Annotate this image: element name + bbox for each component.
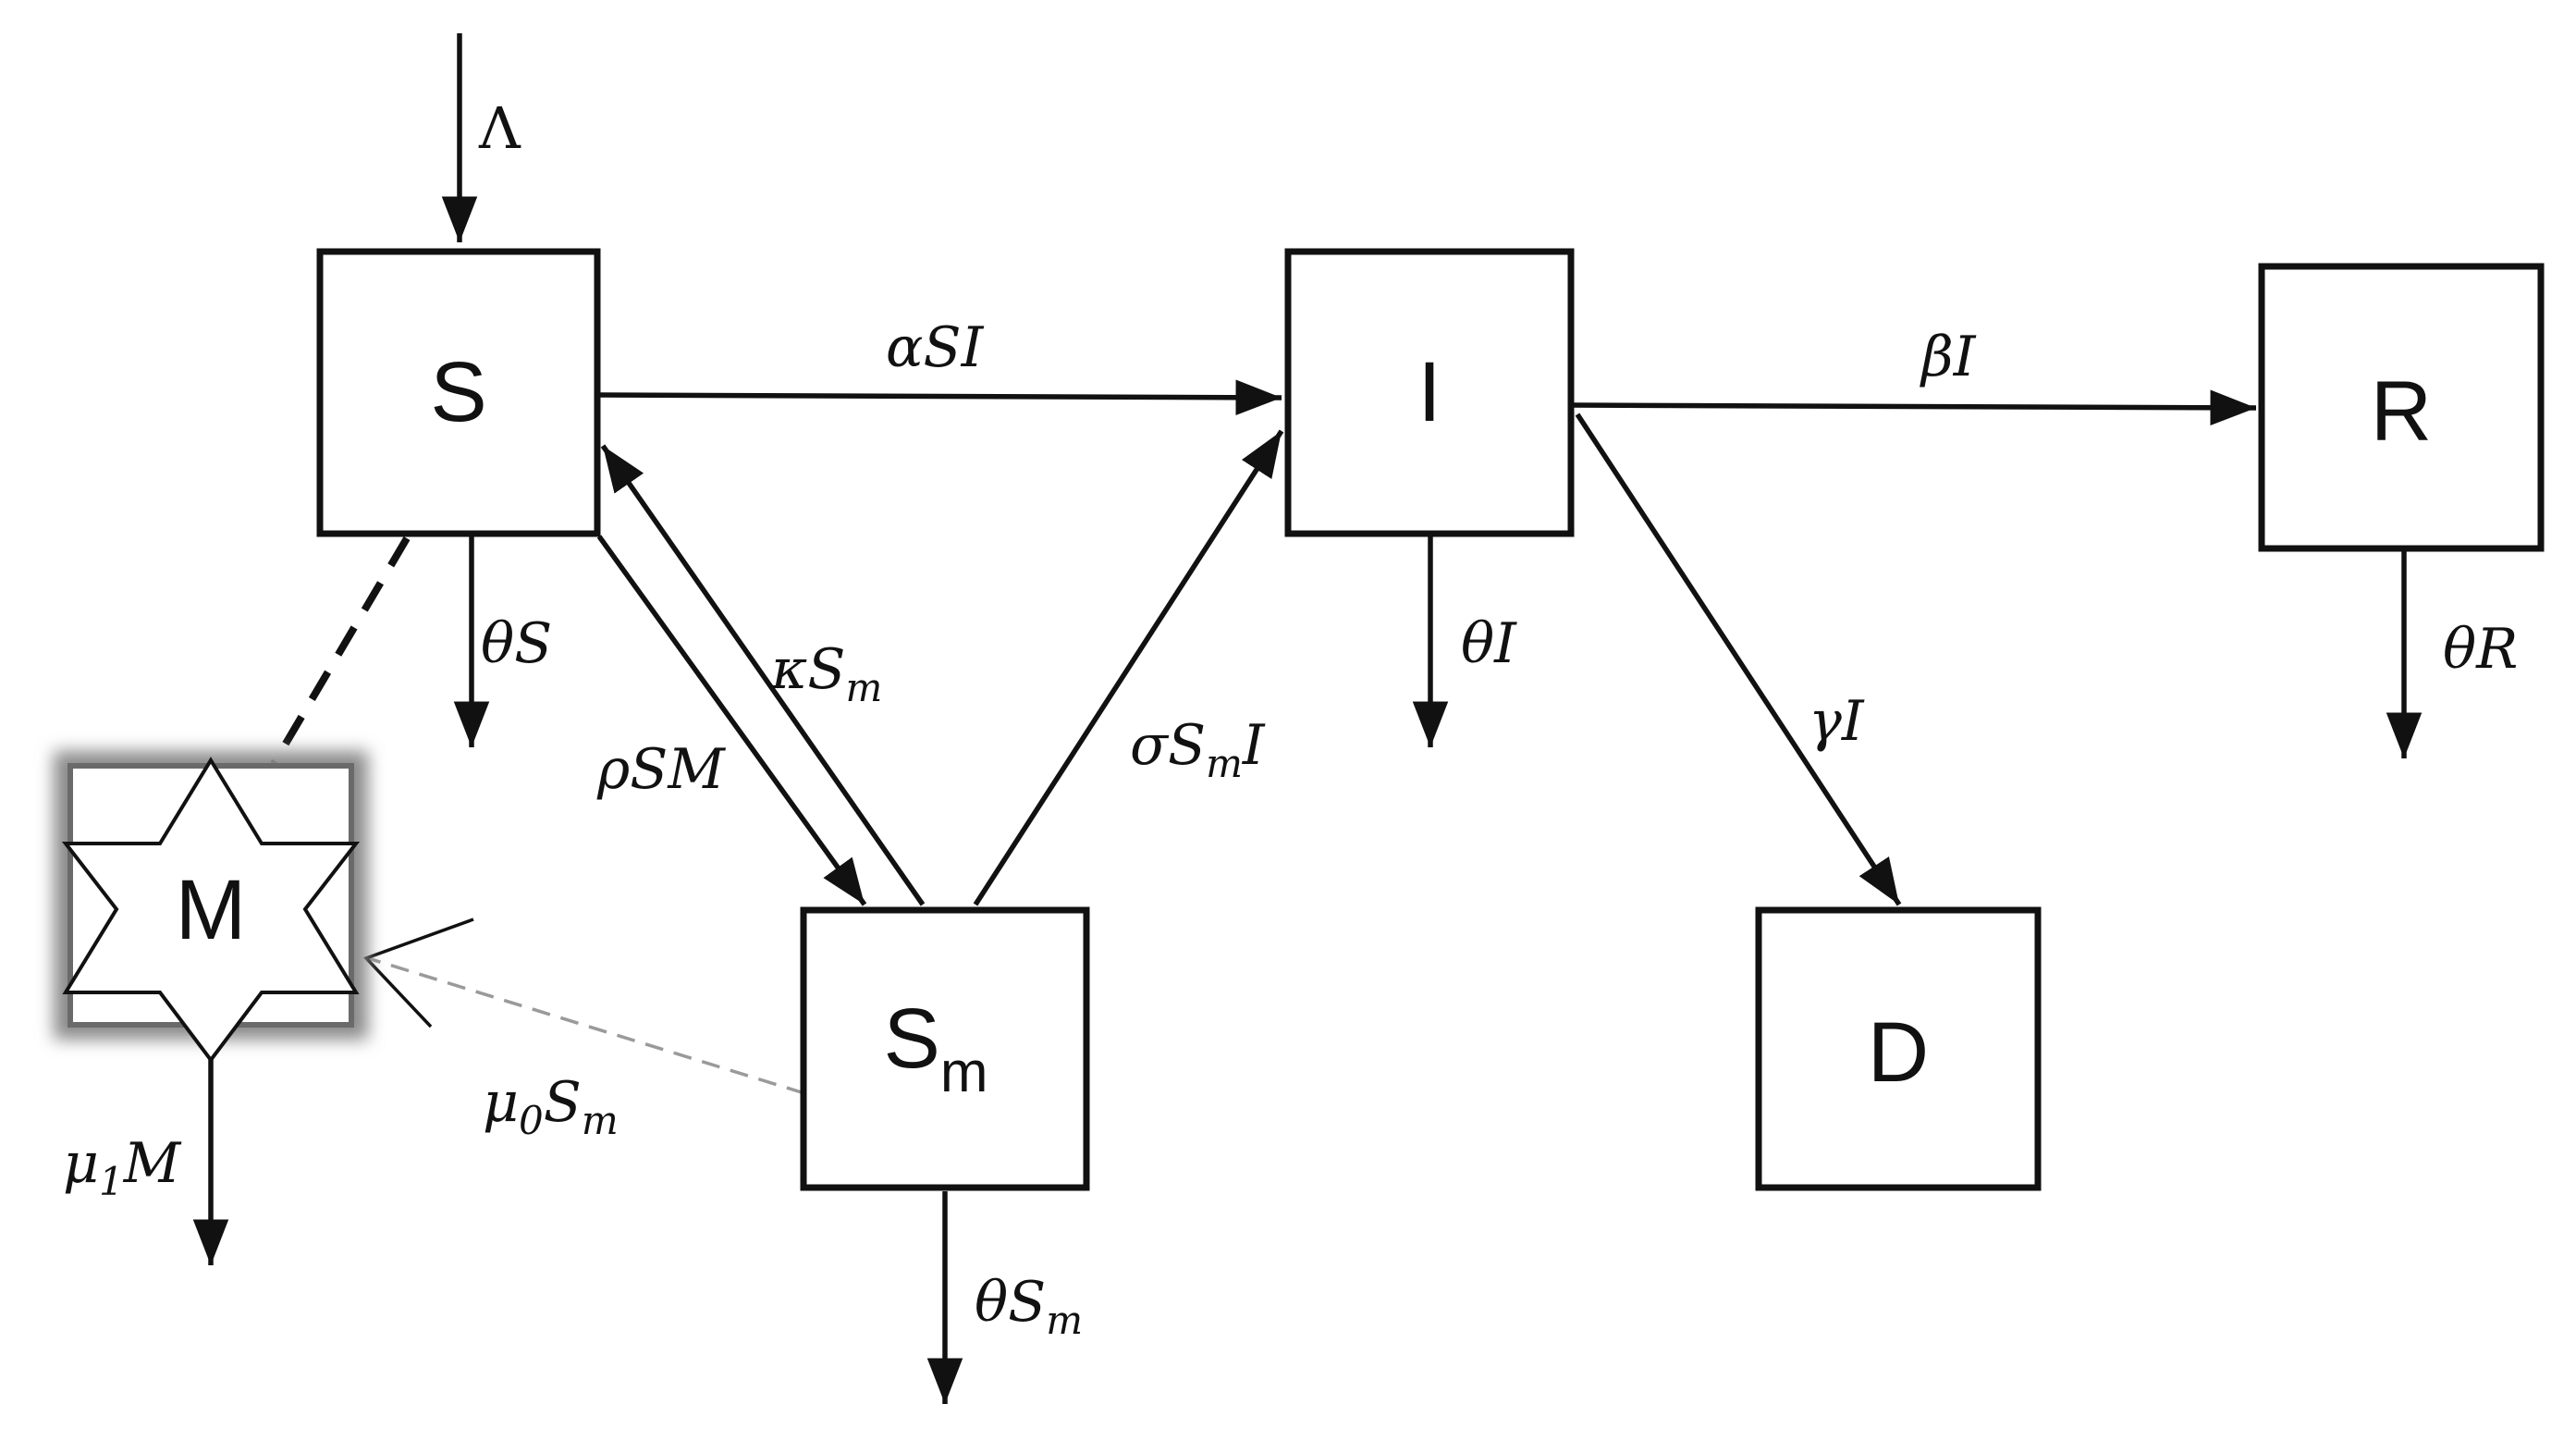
rate-m-out-mu: μ [63, 1131, 99, 1196]
rate-m-out-main: M [123, 1131, 182, 1196]
node-sm-main: S [883, 991, 939, 1086]
rate-s-out: θS [481, 611, 552, 676]
node-i: I [1284, 248, 1575, 537]
node-s-label: S [430, 345, 486, 439]
node-d: D [1755, 906, 2042, 1191]
rate-sm-out-sub: m [1046, 1298, 1083, 1343]
rate-i-to-r: βI [1920, 325, 1977, 389]
star-of-six-icon [61, 757, 361, 1064]
rate-sm-to-i: σSmI [1130, 713, 1266, 786]
node-i-label: I [1417, 345, 1441, 439]
rate-s-to-sm: ρSM [596, 737, 726, 802]
node-d-label: D [1868, 1005, 1929, 1100]
rate-sm-out: θSm [975, 1270, 1083, 1343]
node-r: R [2258, 263, 2545, 552]
rate-s-to-i: αSI [886, 315, 985, 380]
node-sm-label: Sm [883, 991, 987, 1104]
rate-sm-to-i-sub: m [1206, 741, 1243, 786]
s-m-dashed-link [270, 536, 411, 767]
s-to-sm-arrow [596, 535, 867, 906]
rate-sm-to-m-sub: m [582, 1098, 619, 1143]
rate-sm-to-s-sub: m [845, 665, 882, 710]
rate-sm-to-i-tail: I [1242, 713, 1266, 778]
rate-inflow: Λ [478, 94, 521, 162]
rate-r-out: θR [2443, 617, 2518, 682]
node-sm: Sm [800, 906, 1090, 1191]
node-s: S [316, 248, 601, 537]
rate-sm-to-m-mu-sub: 0 [519, 1098, 544, 1143]
rate-sm-to-m: μ0Sm [483, 1070, 619, 1143]
rate-m-out: μ1M [63, 1131, 182, 1204]
sm-to-m-dashed-arrow [367, 956, 805, 1095]
sm-to-i-arrow [973, 429, 1284, 906]
rate-sm-to-s-main: κS [770, 637, 845, 702]
rate-sm-to-s: κSm [770, 637, 882, 710]
rate-i-out: θI [1461, 611, 1517, 676]
node-r-label: R [2371, 364, 2432, 459]
node-m-label: M [176, 863, 247, 957]
rate-sm-to-m-mu: μ [483, 1070, 519, 1135]
rate-sm-out-main: θS [975, 1270, 1046, 1335]
i-to-d-arrow [1575, 413, 1902, 906]
node-sm-sub: m [940, 1041, 988, 1104]
rate-m-out-mu-sub: 1 [99, 1159, 124, 1204]
rate-sm-to-i-main: σS [1130, 713, 1206, 778]
rate-sm-to-m-main: S [544, 1070, 582, 1135]
sm-to-s-arrow [600, 444, 926, 906]
rate-i-to-d: γI [1809, 689, 1865, 754]
i-to-r-arrow [1571, 389, 2257, 426]
s-to-i-arrow [596, 379, 1282, 416]
node-m: M [54, 751, 368, 1064]
